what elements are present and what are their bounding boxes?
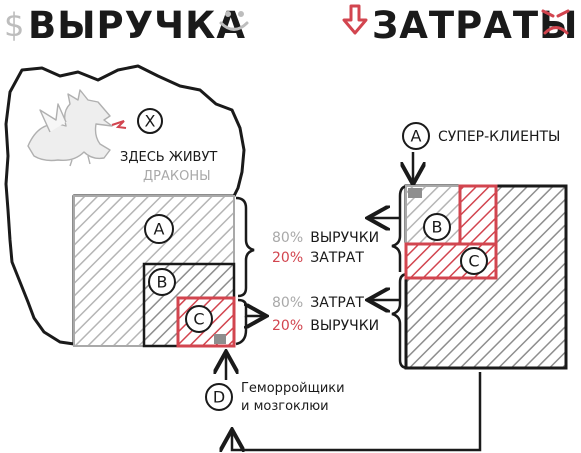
- right-marker-c-letter: C: [468, 252, 479, 271]
- bottom-revenue-word: ВЫРУЧКИ: [310, 318, 379, 334]
- dragons-label-line2: ДРАКОНЫ: [143, 169, 211, 184]
- bottom-pct-20: 20%: [272, 318, 303, 334]
- right-marker-b-letter: B: [432, 218, 443, 237]
- marker-x-letter: X: [145, 112, 156, 131]
- left-marker-a-letter: A: [154, 220, 165, 239]
- dollar-icon: $: [4, 6, 24, 44]
- left-marker-c-letter: C: [193, 310, 204, 329]
- left-marker-a-circle: [144, 214, 174, 244]
- left-bracket-bottom-lower: [235, 316, 248, 346]
- bottom-costs-word: ЗАТРАТ: [310, 295, 364, 311]
- bottom-label-line1: 80% ЗАТРАТ: [272, 292, 364, 311]
- smiley-icon: [219, 11, 249, 31]
- marker-d-letter: D: [213, 388, 225, 407]
- right-marker-b-circle: [423, 213, 451, 241]
- right-marker-a-letter: A: [411, 127, 422, 146]
- left-marker-b-letter: B: [157, 273, 168, 292]
- connector-line: [232, 372, 482, 450]
- left-box-d: [214, 334, 226, 344]
- revenue-title: ВЫРУЧКА: [28, 4, 246, 47]
- top-label-line2: 20% ЗАТРАТ: [272, 247, 364, 266]
- marker-d-circle: [205, 383, 233, 411]
- bottom-label-line2: 20% ВЫРУЧКИ: [272, 315, 379, 334]
- super-clients-label: СУПЕР-КЛИЕНТЫ: [438, 129, 560, 145]
- marker-x-circle: [137, 108, 163, 134]
- left-marker-c-circle: [185, 305, 213, 333]
- bottom-pct-80: 80%: [272, 295, 303, 311]
- bottom-note-line2: и мозгоклюи: [241, 399, 329, 414]
- sad-face-icon: [541, 9, 570, 35]
- top-label-line1: 80% ВЫРУЧКИ: [272, 227, 379, 246]
- top-pct-20: 20%: [272, 250, 303, 266]
- right-bracket: [391, 184, 409, 370]
- left-bracket-top: [235, 196, 255, 298]
- bottom-note-line1: Геморройщики: [241, 381, 345, 396]
- top-costs-word: ЗАТРАТ: [310, 250, 364, 266]
- dragon-icon: [27, 89, 113, 167]
- right-box-corner: [408, 188, 422, 198]
- right-marker-c-circle: [460, 247, 488, 275]
- dragons-label-line1: ЗДЕСЬ ЖИВУТ: [120, 150, 217, 165]
- right-marker-a-circle: [402, 122, 430, 150]
- top-revenue-word: ВЫРУЧКИ: [310, 230, 379, 246]
- costs-title: ЗАТРАТЫ: [372, 4, 579, 47]
- arrow-down-icon: [342, 4, 368, 35]
- left-marker-b-circle: [148, 268, 176, 296]
- left-bracket-bottom: [237, 298, 264, 316]
- dragon-fire: [111, 120, 127, 129]
- top-pct-80: 80%: [272, 230, 303, 246]
